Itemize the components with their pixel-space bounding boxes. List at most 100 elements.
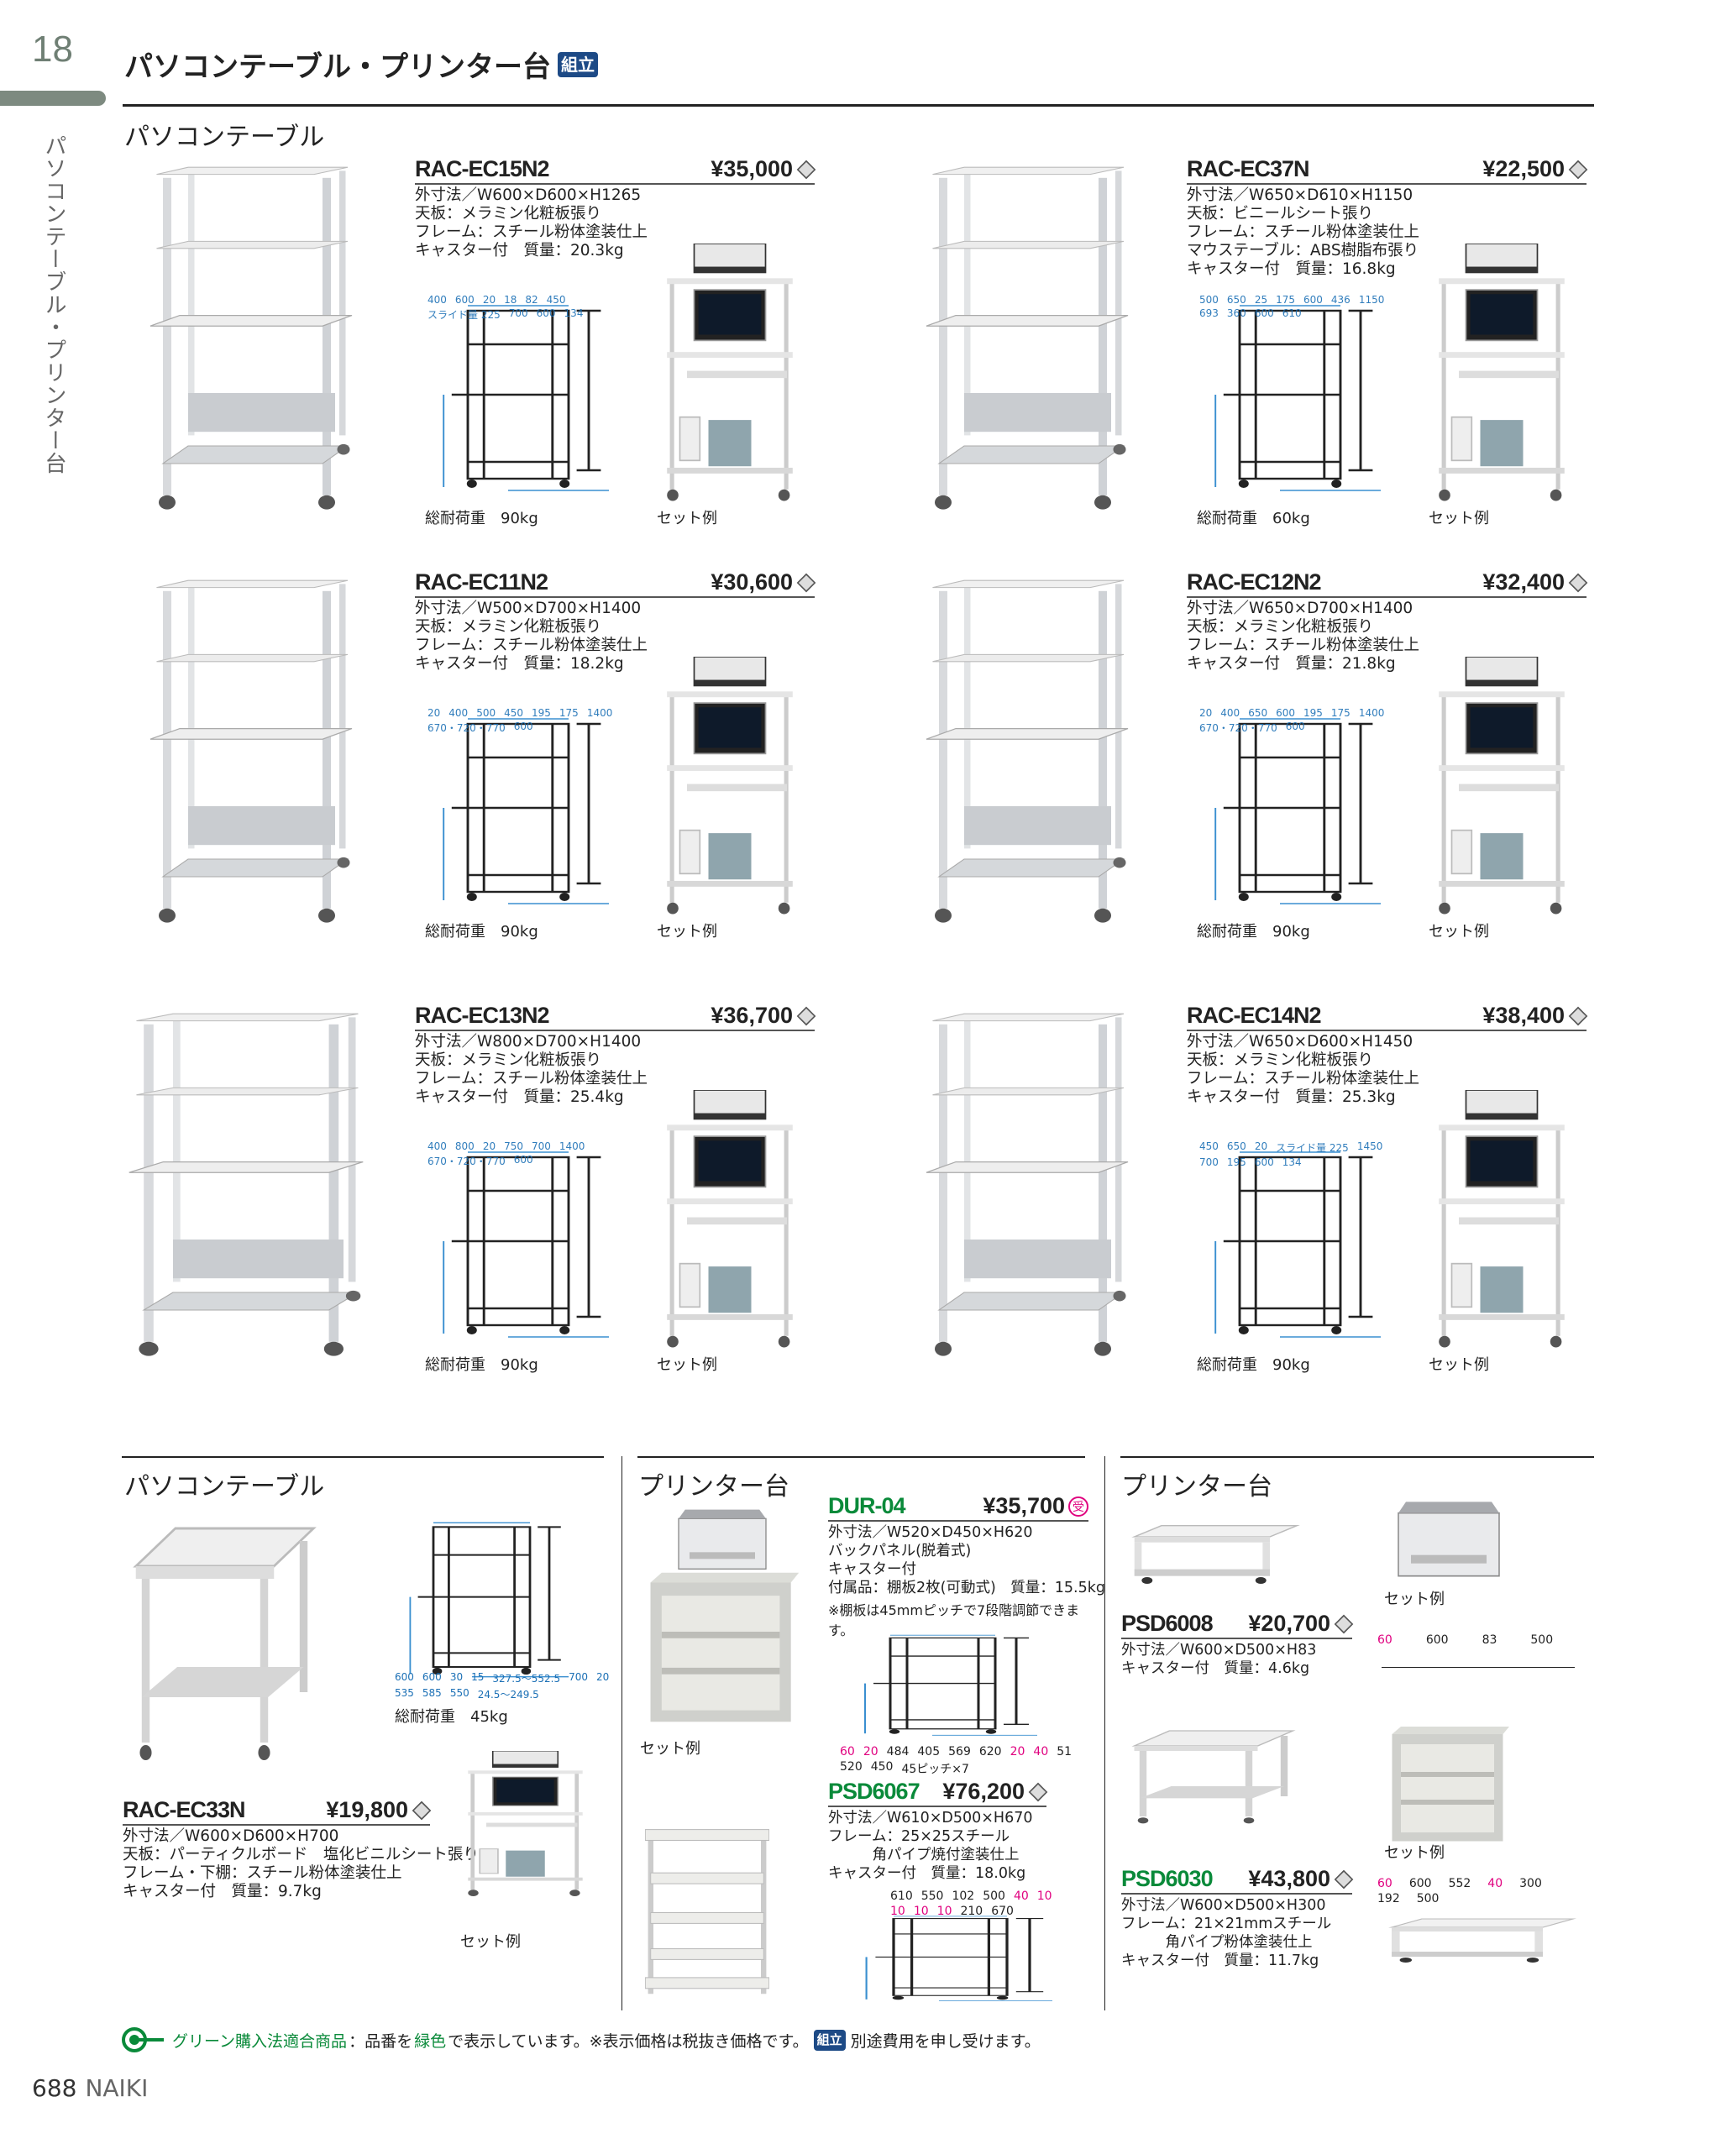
product-image <box>149 165 354 511</box>
spec-line: フレーム：スチール粉体塗装仕上 <box>1187 637 1419 654</box>
section-title-pc-table: パソコンテーブル <box>124 123 325 152</box>
spec-line: フレーム：25×25スチール <box>828 1828 1010 1845</box>
dim-label: 600 <box>1276 707 1295 719</box>
price: ¥22,500 <box>1482 156 1588 182</box>
dim-label: 500 <box>1530 1633 1554 1647</box>
diamond-icon <box>1568 1006 1588 1025</box>
set-example-label: セット例 <box>1429 1356 1489 1374</box>
green-purchase-icon <box>122 2027 164 2052</box>
dim-label: 450 <box>1199 1140 1219 1152</box>
product-image-rac-ec33n <box>134 1527 315 1762</box>
page-number: 688 <box>32 2074 77 2102</box>
spec-line: キャスター付 質量：25.4kg <box>415 1088 624 1106</box>
divider <box>637 1456 1085 1458</box>
printer-image <box>678 1508 767 1570</box>
dim-label: 520 <box>840 1760 863 1774</box>
dim-label: 400 <box>1220 707 1240 719</box>
dim-label: 24.5〜249.5 <box>477 1689 539 1701</box>
spec-line: 角パイプ粉体塗装仕上 <box>1121 1934 1313 1951</box>
divider <box>122 1456 604 1458</box>
dim-label: 20 <box>863 1745 878 1759</box>
model-number: RAC-EC14N2 <box>1187 1003 1322 1028</box>
dim-label: 600 <box>422 1671 442 1683</box>
price: ¥20,700 <box>1248 1611 1354 1637</box>
dim-label: 700 <box>532 1140 551 1152</box>
footer-green-word: 緑色 <box>414 2031 447 2051</box>
section-title-printer-stand-2: プリンター台 <box>1121 1472 1272 1502</box>
dim-label: 500 <box>983 1890 1005 1903</box>
dim-label: 600 <box>513 721 533 732</box>
spec-line: 付属品：棚板2枚(可動式) 質量：15.5kg <box>828 1580 1105 1596</box>
dim-label: 400 <box>427 294 447 306</box>
load-capacity: 総耐荷重 90kg <box>1197 923 1310 941</box>
load-capacity: 総耐荷重 60kg <box>1197 510 1310 527</box>
product-image <box>925 579 1130 924</box>
set-example-image <box>1438 1090 1566 1349</box>
spec-line: 外寸法／W610×D500×H670 <box>828 1810 1033 1827</box>
set-example-label: セット例 <box>657 1356 717 1374</box>
product-image <box>128 1012 365 1358</box>
spec-line: 外寸法／W650×D700×H1400 <box>1187 600 1413 617</box>
spec-line: キャスター付 質量：18.0kg <box>828 1865 1026 1882</box>
assembly-badge: 組立 <box>557 51 598 77</box>
dim-label: 500 <box>476 707 496 719</box>
chapter-tab <box>0 91 106 106</box>
spec-line: 外寸法／W600×D500×H300 <box>1121 1897 1326 1914</box>
set-example-label: セット例 <box>1429 923 1489 941</box>
spec-line: 外寸法／W500×D700×H1400 <box>415 600 642 617</box>
model-number: RAC-EC33N <box>123 1797 246 1822</box>
set-example-label: セット例 <box>1384 1591 1445 1608</box>
dim-label: 20 <box>427 707 441 719</box>
page-title: パソコンテーブル・プリンター台組立 <box>124 44 598 85</box>
product-image <box>149 579 354 924</box>
spec-line: 外寸法／W650×D610×H1150 <box>1187 186 1413 204</box>
diagram-line <box>1382 1667 1575 1668</box>
model-number: RAC-EC11N2 <box>415 569 548 595</box>
set-example-image <box>1438 244 1566 502</box>
spec-line: 外寸法／W520×D450×H620 <box>828 1524 1033 1541</box>
dim-label: 550 <box>920 1890 944 1903</box>
price-value: ¥35,700 <box>983 1493 1065 1518</box>
price-value: ¥20,700 <box>1248 1611 1330 1636</box>
spec-line: 外寸法／W600×D500×H83 <box>1121 1642 1317 1659</box>
dim-label: 1400 <box>1358 707 1385 719</box>
price: ¥32,400 <box>1482 569 1588 595</box>
footer-text: 別途費用を申し受けます。 <box>850 2031 1041 2051</box>
dim-label: 400 <box>448 707 469 719</box>
spec-line: 天板：メラミン化粧板張り <box>415 205 602 223</box>
footer-text: ：品番を <box>349 2031 413 2051</box>
price-value: ¥19,800 <box>326 1797 408 1822</box>
dim-label: 1400 <box>559 1140 585 1152</box>
set-example-label: セット例 <box>1429 510 1489 527</box>
dim-label: 175 <box>1276 294 1295 306</box>
price: ¥76,200 <box>942 1779 1048 1805</box>
dim-label: 585 <box>422 1687 442 1699</box>
load-capacity: 総耐荷重 90kg <box>425 923 538 941</box>
spec-line: 外寸法／W800×D700×H1400 <box>415 1033 642 1051</box>
diamond-icon <box>796 160 816 179</box>
dim-label: 600 <box>454 294 475 306</box>
green-label: グリーン購入法適合商品 <box>172 2031 348 2051</box>
model-number: DUR-04 <box>828 1493 906 1518</box>
dim-label: 670 <box>991 1905 1014 1918</box>
dim-label: 1400 <box>586 707 613 719</box>
dim-label: 450 <box>504 707 523 719</box>
dim-label: 450 <box>546 294 566 306</box>
spec-line: フレーム：スチール粉体塗装仕上 <box>1187 1070 1419 1088</box>
spec-line: キャスター付 質量：11.7kg <box>1121 1952 1319 1969</box>
dim-label: 134 <box>1282 1156 1302 1168</box>
assembly-badge: 組立 <box>813 2029 846 2051</box>
dim-label: 700 <box>569 1671 588 1683</box>
spec-line: 天板：メラミン化粧板張り <box>1187 1051 1374 1069</box>
